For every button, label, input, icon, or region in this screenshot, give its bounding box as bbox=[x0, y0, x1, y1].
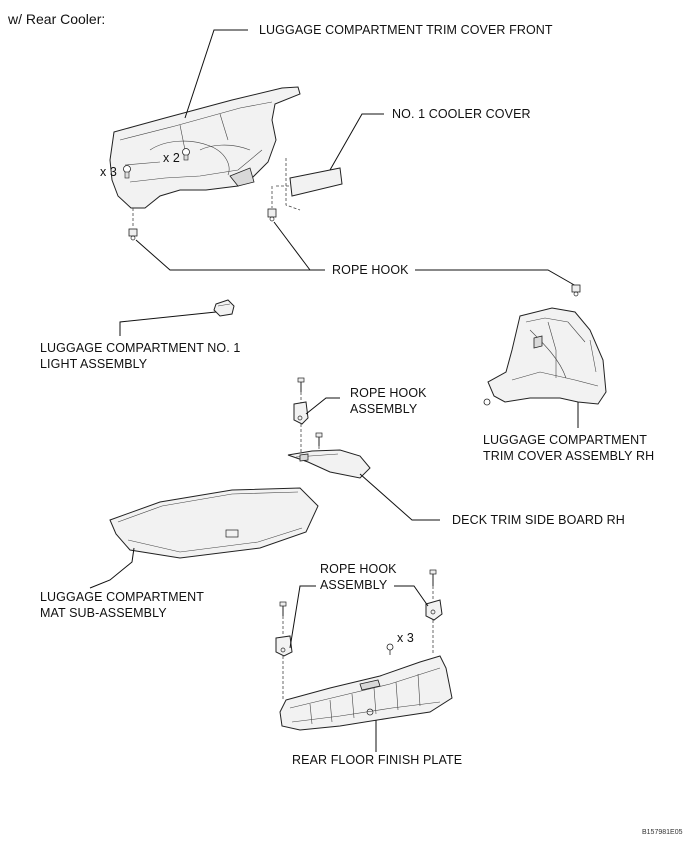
rope-hook-left-icon bbox=[128, 228, 138, 241]
light-assembly-label-1: LUGGAGE COMPARTMENT NO. 1 bbox=[40, 341, 240, 355]
deck-trim-leader bbox=[359, 473, 440, 521]
rope-hook-assembly-bottom-leader-right bbox=[394, 585, 429, 607]
deck-trim-label: DECK TRIM SIDE BOARD RH bbox=[452, 513, 625, 527]
cooler-cover-leader bbox=[329, 113, 384, 171]
rope-hook-assembly-bottom-label-2: ASSEMBLY bbox=[320, 578, 388, 592]
trim-cover-rh-label-1: LUGGAGE COMPARTMENT bbox=[483, 433, 647, 447]
deck-trim-part bbox=[287, 449, 371, 479]
bolt-bottom-right-icon bbox=[429, 569, 437, 586]
bolt-bottom-left-icon bbox=[279, 601, 287, 616]
qty-x3-bottom-label: x 3 bbox=[397, 631, 414, 645]
rh-clip-icon bbox=[483, 398, 491, 406]
trim-cover-front-label: LUGGAGE COMPARTMENT TRIM COVER FRONT bbox=[259, 23, 553, 37]
rope-hook-assembly-mid-label-2: ASSEMBLY bbox=[350, 402, 418, 416]
light-assembly-leader bbox=[119, 311, 217, 336]
rope-hook-rh-icon bbox=[571, 284, 581, 297]
rope-hook-assembly-mid-leader bbox=[305, 397, 340, 415]
qty-x3-top-label: x 3 bbox=[100, 165, 117, 179]
trim-cover-front-part bbox=[109, 86, 301, 209]
rope-hook-leader-left bbox=[135, 239, 325, 271]
rope-hook-assembly-right-part bbox=[425, 599, 443, 621]
rear-floor-plate-part bbox=[279, 655, 453, 731]
rope-hook-assembly-left-part bbox=[275, 635, 293, 657]
rope-hook-label: ROPE HOOK bbox=[332, 263, 409, 277]
qty-x2-label: x 2 bbox=[163, 151, 180, 165]
rope-hook-assembly-bottom-leader-left bbox=[289, 585, 316, 649]
trim-cover-rh-part bbox=[487, 307, 607, 405]
header-text: w/ Rear Cooler: bbox=[7, 11, 105, 27]
clip-x2-icon bbox=[182, 148, 190, 161]
mat-label-2: MAT SUB-ASSEMBLY bbox=[40, 606, 167, 620]
trim-cover-front-leader bbox=[184, 29, 248, 119]
cooler-cover-label: NO. 1 COOLER COVER bbox=[392, 107, 531, 121]
rope-hook-leader-right bbox=[415, 269, 577, 287]
bolt-mid-icon bbox=[297, 377, 305, 392]
rope-hook-right-icon bbox=[267, 208, 277, 222]
clip-x3-icon bbox=[123, 165, 131, 179]
cooler-cover-part bbox=[289, 167, 343, 197]
bolt-deck-icon bbox=[315, 432, 323, 446]
light-assembly-label-2: LIGHT ASSEMBLY bbox=[40, 357, 148, 371]
rope-hook-assembly-mid-part bbox=[293, 401, 309, 425]
trim-cover-rh-label-2: TRIM COVER ASSEMBLY RH bbox=[483, 449, 654, 463]
mat-label-1: LUGGAGE COMPARTMENT bbox=[40, 590, 204, 604]
clip-x3-bottom-icon bbox=[386, 643, 394, 655]
mat-leader bbox=[89, 547, 135, 589]
rope-hook-assembly-bottom-label-1: ROPE HOOK bbox=[320, 562, 397, 576]
mat-part bbox=[109, 487, 319, 559]
rope-hook-leader-mid bbox=[273, 221, 311, 271]
figure-code: B157981E05 bbox=[642, 829, 683, 836]
rear-floor-plate-label: REAR FLOOR FINISH PLATE bbox=[292, 753, 462, 767]
rope-hook-assembly-mid-label-1: ROPE HOOK bbox=[350, 386, 427, 400]
light-assembly-part bbox=[213, 299, 235, 317]
